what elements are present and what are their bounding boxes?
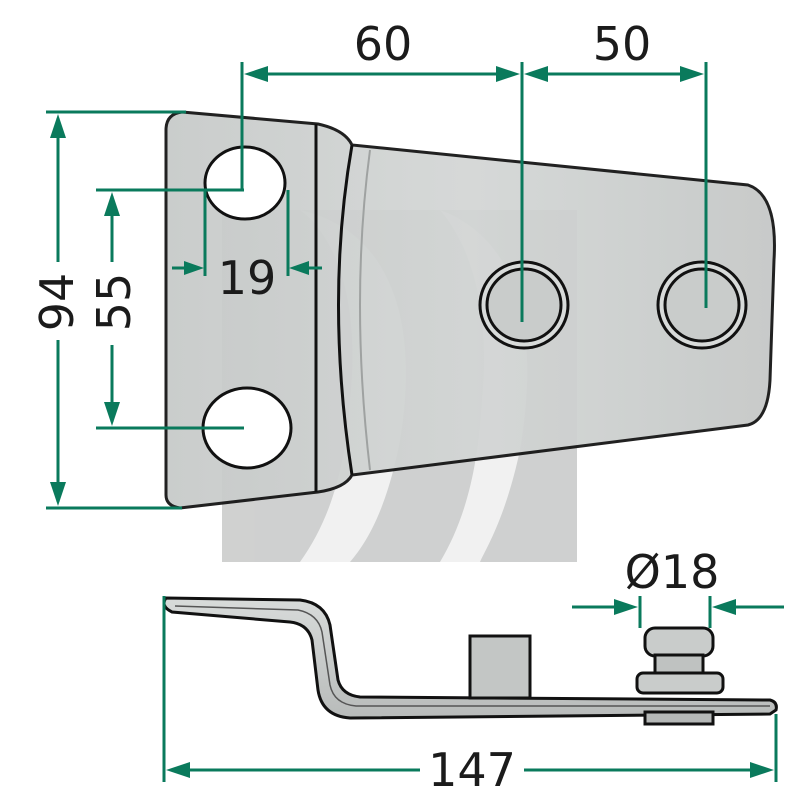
bend-line-3	[359, 149, 371, 471]
dimension-label-55: 55	[87, 273, 141, 332]
dimension-label-94: 94	[30, 273, 84, 332]
dimension-label-60: 60	[354, 17, 413, 71]
bolt-hole-left	[478, 260, 570, 350]
dimension-label-50: 50	[593, 17, 652, 71]
dimension-label-19: 19	[218, 251, 277, 305]
dimension-label-147: 147	[428, 743, 516, 797]
dimension-label-diameter-18: Ø18	[625, 545, 720, 599]
dimension-lines-side	[162, 596, 784, 782]
dimension-lines-top	[46, 62, 708, 510]
bolt-hole-right	[656, 260, 748, 350]
bolt	[635, 626, 725, 726]
side-plate-inner-line	[174, 605, 770, 707]
side-plate	[162, 596, 778, 720]
bend-line-2	[337, 144, 354, 476]
mounting-hole-top	[203, 145, 287, 221]
plate-outline	[164, 110, 776, 510]
plate-top-view	[164, 110, 776, 510]
square-stud	[468, 634, 532, 700]
side-view	[162, 596, 778, 726]
